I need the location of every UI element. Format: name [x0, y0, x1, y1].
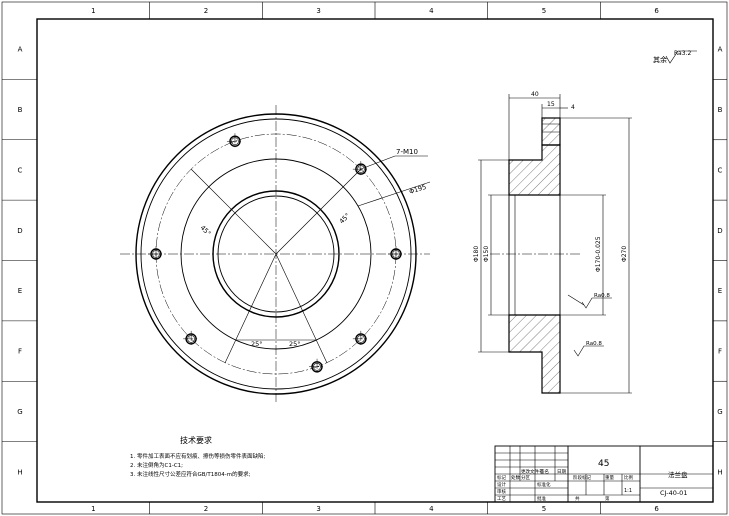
dia-outer-left: Φ180	[473, 246, 480, 262]
angle-bottom-left: 25°	[251, 340, 263, 348]
dim-top-inner: 15	[547, 101, 555, 108]
zone-col-label-top: 2	[204, 7, 208, 15]
zone-col-label-bottom: 5	[542, 505, 546, 513]
zone-row-label-right: G	[717, 408, 722, 416]
tb-ratio: 比例	[624, 474, 633, 481]
tb-change-doc: 更改文件号	[521, 468, 544, 475]
zone-col-label-top: 3	[316, 7, 320, 15]
roughness-symbol-1: Ra0.8	[567, 293, 612, 309]
zone-row-label-right: H	[717, 468, 722, 476]
tech-req-line-1: 1. 零件加工表面不应有划痕、擦伤等损伤零件表面缺陷;	[130, 452, 265, 460]
zone-row-label-left: B	[18, 106, 23, 114]
surface-finish-prefix: 其余	[653, 55, 667, 64]
tb-mark: 标记	[497, 474, 506, 481]
zone-row-label-left: F	[18, 348, 22, 356]
tb-sheet-total: 共	[575, 495, 580, 502]
roughness-2: Ra0.8	[586, 341, 602, 347]
zone-col-label-bottom: 6	[654, 505, 659, 513]
surface-finish-note: 其余 Ra3.2	[653, 50, 697, 64]
roughness-1: Ra0.8	[594, 293, 610, 299]
angle-left: 45°	[199, 224, 213, 238]
tb-date: 日期	[557, 469, 566, 475]
title-part-name: 法兰盘	[668, 470, 688, 479]
zone-row-label-right: B	[718, 106, 723, 114]
zone-row-label-left: E	[18, 287, 22, 295]
zone-col-label-top: 6	[654, 7, 659, 15]
tb-design: 设计	[497, 481, 506, 488]
zone-row-label-right: E	[718, 287, 722, 295]
zone-row-label-right: C	[718, 166, 723, 174]
angle-bottom-right: 25°	[289, 340, 301, 348]
tb-stage-mark: 阶段标记	[573, 474, 591, 481]
bolt-dia-leader	[357, 181, 431, 207]
angle-right: 45°	[338, 212, 352, 226]
zone-col-label-bottom: 1	[91, 505, 95, 513]
thread-leader	[360, 155, 396, 170]
tb-sheet-no: 第	[605, 495, 610, 502]
dim-top-small: 4	[571, 104, 575, 111]
dia-outer-right: Φ270	[621, 246, 628, 262]
tech-req-title: 技术要求	[180, 435, 212, 445]
tb-review: 审核	[497, 488, 506, 495]
title-scale: 1:1	[624, 488, 632, 494]
tech-req-line-3: 3. 未注线性尺寸公差应符合GB/T1804-m的要求;	[130, 470, 251, 478]
section-top-boss	[541, 117, 561, 146]
zone-row-label-left: G	[17, 408, 22, 416]
zone-col-label-bottom: 3	[316, 505, 320, 513]
section-bottom-hatch	[508, 314, 561, 394]
zone-row-label-left: H	[17, 468, 22, 476]
zone-row-label-left: C	[18, 166, 23, 174]
dia-bore: Φ170-0.025	[595, 236, 602, 272]
tb-approve: 批准	[537, 495, 546, 502]
tb-signature: 签名	[540, 468, 549, 475]
tech-req-line-2: 2. 未注倒角为C1-C1;	[130, 461, 183, 469]
zone-col-label-top: 5	[542, 7, 546, 15]
title-material: 45	[598, 459, 609, 469]
zone-row-label-right: F	[718, 348, 722, 356]
radial-lines	[190, 168, 362, 364]
tb-count: 处数	[511, 474, 520, 481]
title-drawing-number: CJ-40-01	[660, 489, 687, 497]
dim-top-overall: 40	[531, 91, 539, 98]
front-view: 7-M10 Φ195 45° 45° 25° 25°	[120, 105, 431, 402]
title-block: 45 法兰盘 CJ-40-01 1:1 标记 处数 分区 更改文件号 签名 日期…	[494, 445, 714, 503]
technical-requirements: 技术要求 1. 零件加工表面不应有划痕、擦伤等损伤零件表面缺陷; 2. 未注倒角…	[130, 435, 265, 478]
zone-row-label-left: A	[18, 46, 23, 54]
drawing-frame	[36, 18, 714, 503]
zone-row-label-left: D	[17, 227, 22, 235]
zone-row-label-right: A	[718, 46, 723, 54]
bolt-circle-dia: Φ195	[408, 183, 427, 196]
surface-finish-value: Ra3.2	[674, 50, 691, 57]
zone-col-label-bottom: 2	[204, 505, 208, 513]
section-top-hatch	[508, 144, 561, 196]
zone-row-label-right: D	[717, 227, 722, 235]
thread-callout: 7-M10	[396, 148, 418, 156]
section-view: 40 15 4 Φ180 Φ150 Φ170-0.025 Φ270	[473, 91, 632, 394]
zone-col-label-bottom: 4	[429, 505, 434, 513]
tb-weight: 重量	[605, 474, 614, 481]
tb-division: 分区	[521, 474, 530, 481]
bolt-holes	[148, 133, 404, 375]
zone-col-label-top: 1	[91, 7, 95, 15]
zone-col-label-top: 4	[429, 7, 434, 15]
roughness-symbol-2: Ra0.8	[573, 341, 604, 357]
tb-process: 工艺	[497, 496, 506, 502]
dia-inner-left: Φ150	[483, 246, 490, 262]
tb-standardize: 标准化	[537, 481, 551, 488]
